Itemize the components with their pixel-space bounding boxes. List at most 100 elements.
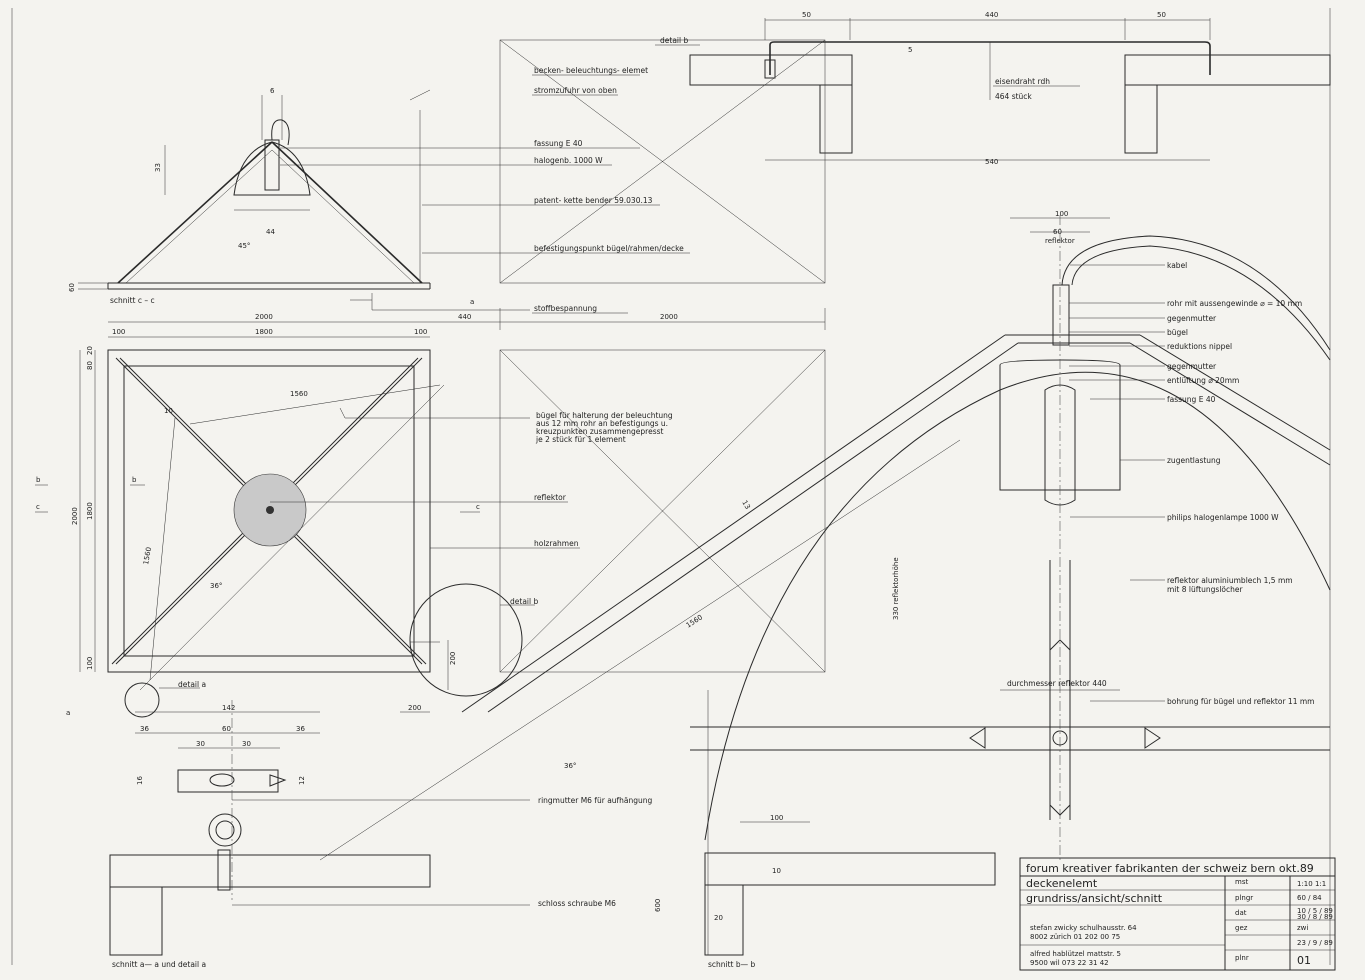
dim-diag-1560-b: 1560 <box>142 546 153 565</box>
reflector-height: 330 reflektorhöhe <box>892 557 900 620</box>
angle-45: 45° <box>238 242 250 250</box>
dim-left-100: 100 <box>112 328 125 336</box>
buegel-note-2: aus 12 mm rohr an befestigungs u. <box>536 419 668 428</box>
dim-gap-440: 440 <box>458 313 471 321</box>
section-tag-c-left: c <box>36 503 40 511</box>
dim-height-33: 33 <box>154 163 162 172</box>
section-a-a: 142 60 36 36 30 30 16 12 ringmutter M6 f… <box>109 700 653 969</box>
dim-bb-20: 20 <box>714 914 723 922</box>
dim-inner-60: 60 <box>1053 228 1062 236</box>
dim-inner-height: 1800 <box>86 502 94 520</box>
dim-aa-a: 30 <box>196 740 205 748</box>
dim-base-60: 60 <box>68 283 76 292</box>
title-element: deckenelemt <box>1026 877 1098 890</box>
detail-b-dim-left: 50 <box>802 11 811 19</box>
section-tag-a-top: a <box>470 298 474 306</box>
dim-bulb-width: 44 <box>266 228 275 236</box>
callout-chain: patent- kette bender 59.030.13 <box>534 196 653 205</box>
dim-200-horiz: 200 <box>408 704 421 712</box>
author-2-line-2: 9500 wil 073 22 31 42 <box>1030 959 1109 967</box>
detail-b-dim-5: 5 <box>908 46 912 54</box>
callout-element: becken- beleuchtungs- elemet <box>534 66 648 75</box>
title-block: forum kreativer fabrikanten der schweiz … <box>1019 857 1336 971</box>
buegel-note-4: je 2 stück für 1 element <box>535 435 626 444</box>
reflector-diameter: durchmesser reflektor 440 <box>1007 679 1107 688</box>
section-tag-a-left: a <box>66 709 70 717</box>
dim-aa-mid: 60 <box>222 725 231 733</box>
label-counternut-2: gegenmutter <box>1167 362 1217 371</box>
dim-bb-10: 10 <box>772 867 781 875</box>
dim-top-20: 20 <box>86 346 94 355</box>
dim-top-80: 80 <box>86 361 94 370</box>
label-counternut-1: gegenmutter <box>1167 314 1217 323</box>
callout-power: stromzufuhr von oben <box>534 86 617 95</box>
detail-a-label: detail a <box>178 680 206 689</box>
author-1-line-2: 8002 zürich 01 202 00 75 <box>1030 933 1120 941</box>
author-2-line-1: alfred hablützel mattstr. 5 <box>1030 950 1121 958</box>
callout-mount-point: befestigungspunkt bügel/rahmen/decke <box>534 244 684 253</box>
section-b-b-title: schnitt b— b <box>708 960 756 969</box>
dim-aa-right: 36 <box>296 725 305 733</box>
key-mst: mst <box>1235 878 1248 886</box>
ring-nut-label: ringmutter M6 für aufhängung <box>538 796 653 805</box>
large-diagonal-beam: 1560 13 36° <box>319 334 1331 861</box>
val-plan-number: 01 <box>1297 954 1311 967</box>
label-halogen-lamp: philips halogenlampe 1000 W <box>1167 513 1279 522</box>
reflector-note-1: reflektor aluminiumblech 1,5 mm <box>1167 576 1293 585</box>
dim-aa-total: 142 <box>222 704 235 712</box>
angle-36: 36° <box>210 582 222 590</box>
label-cable: kabel <box>1167 261 1187 270</box>
detail-b-title: detail b <box>660 36 688 45</box>
dim-lamp-width: 6 <box>270 87 275 95</box>
dim-top-100: 100 <box>1055 210 1068 218</box>
section-c-c-title: schnitt c – c <box>110 296 155 305</box>
dim-1560-center: 1560 <box>685 613 704 629</box>
angle-36-center: 36° <box>564 762 576 770</box>
dim-bb-100: 100 <box>770 814 783 822</box>
callout-reflector: reflektor <box>534 493 567 502</box>
label-strain-relief: zugentlastung <box>1167 456 1221 465</box>
middle-dim-2000: 2000 <box>660 313 678 321</box>
buegel-note-1: bügel für halterung der beleuchtung <box>536 411 673 420</box>
buegel-note-3: kreuzpunkten zusammengepresst <box>536 427 664 436</box>
callout-socket: fassung E 40 <box>534 139 583 148</box>
label-socket-e40: fassung E 40 <box>1167 395 1216 404</box>
reflector-section: 100 60 reflektor kabel rohr mit aussenge… <box>690 210 1331 860</box>
title-header: forum kreativer fabrikanten der schweiz … <box>1026 862 1314 875</box>
detail-b-section: detail b 50 440 50 5 540 eisendraht rdh … <box>655 11 1331 166</box>
dim-right-100: 100 <box>414 328 427 336</box>
plan-view: 2000 1800 100 100 440 2000 1800 80 20 10… <box>35 298 538 718</box>
section-c-c: 6 33 44 45° 60 schnitt c – c <box>68 87 530 311</box>
dim-inner-width: 1800 <box>255 328 273 336</box>
detail-b-dim-bottom: 540 <box>985 158 998 166</box>
author-1-line-1: stefan zwicky schulhausstr. 64 <box>1030 924 1137 932</box>
dim-200-vert: 200 <box>449 652 457 665</box>
detail-b-label: detail b <box>510 597 538 606</box>
dim-bb-600: 600 <box>654 899 662 912</box>
callout-wood-frame: holzrahmen <box>534 539 579 548</box>
val-date-1: 10 / 5 / 89 <box>1297 907 1333 915</box>
dim-overall-width: 2000 <box>255 313 273 321</box>
callout-halogen: halogenb. 1000 W <box>534 156 603 165</box>
section-tag-b-left: b <box>36 476 41 484</box>
section-tag-c-right: c <box>476 503 480 511</box>
dim-aa-left: 36 <box>140 725 149 733</box>
label-threaded-tube: rohr mit aussengewinde ⌀ = 10 mm <box>1167 299 1302 308</box>
dim-13: 13 <box>740 499 751 511</box>
dim-aa-16: 16 <box>136 776 144 785</box>
dim-10: 10 <box>164 407 173 415</box>
detail-b-dim-right: 50 <box>1157 11 1166 19</box>
title-subtitle: grundriss/ansicht/schnitt <box>1026 892 1163 905</box>
reflector-note-2: mit 8 lüftungslöcher <box>1167 585 1243 594</box>
label-vent: entlüftung ⌀ 20mm <box>1167 376 1239 385</box>
label-reducer: reduktions nippel <box>1167 342 1232 351</box>
dim-aa-12: 12 <box>298 776 306 785</box>
section-tag-b-right: b <box>132 476 137 484</box>
key-gez: gez <box>1235 924 1248 932</box>
detail-b-dim-mid: 440 <box>985 11 998 19</box>
middle-views: 2000 becken- beleuchtungs- elemet stromz… <box>270 39 826 673</box>
val-scale: 1:10 1:1 <box>1297 880 1326 888</box>
label-buegel: bügel <box>1167 328 1188 337</box>
